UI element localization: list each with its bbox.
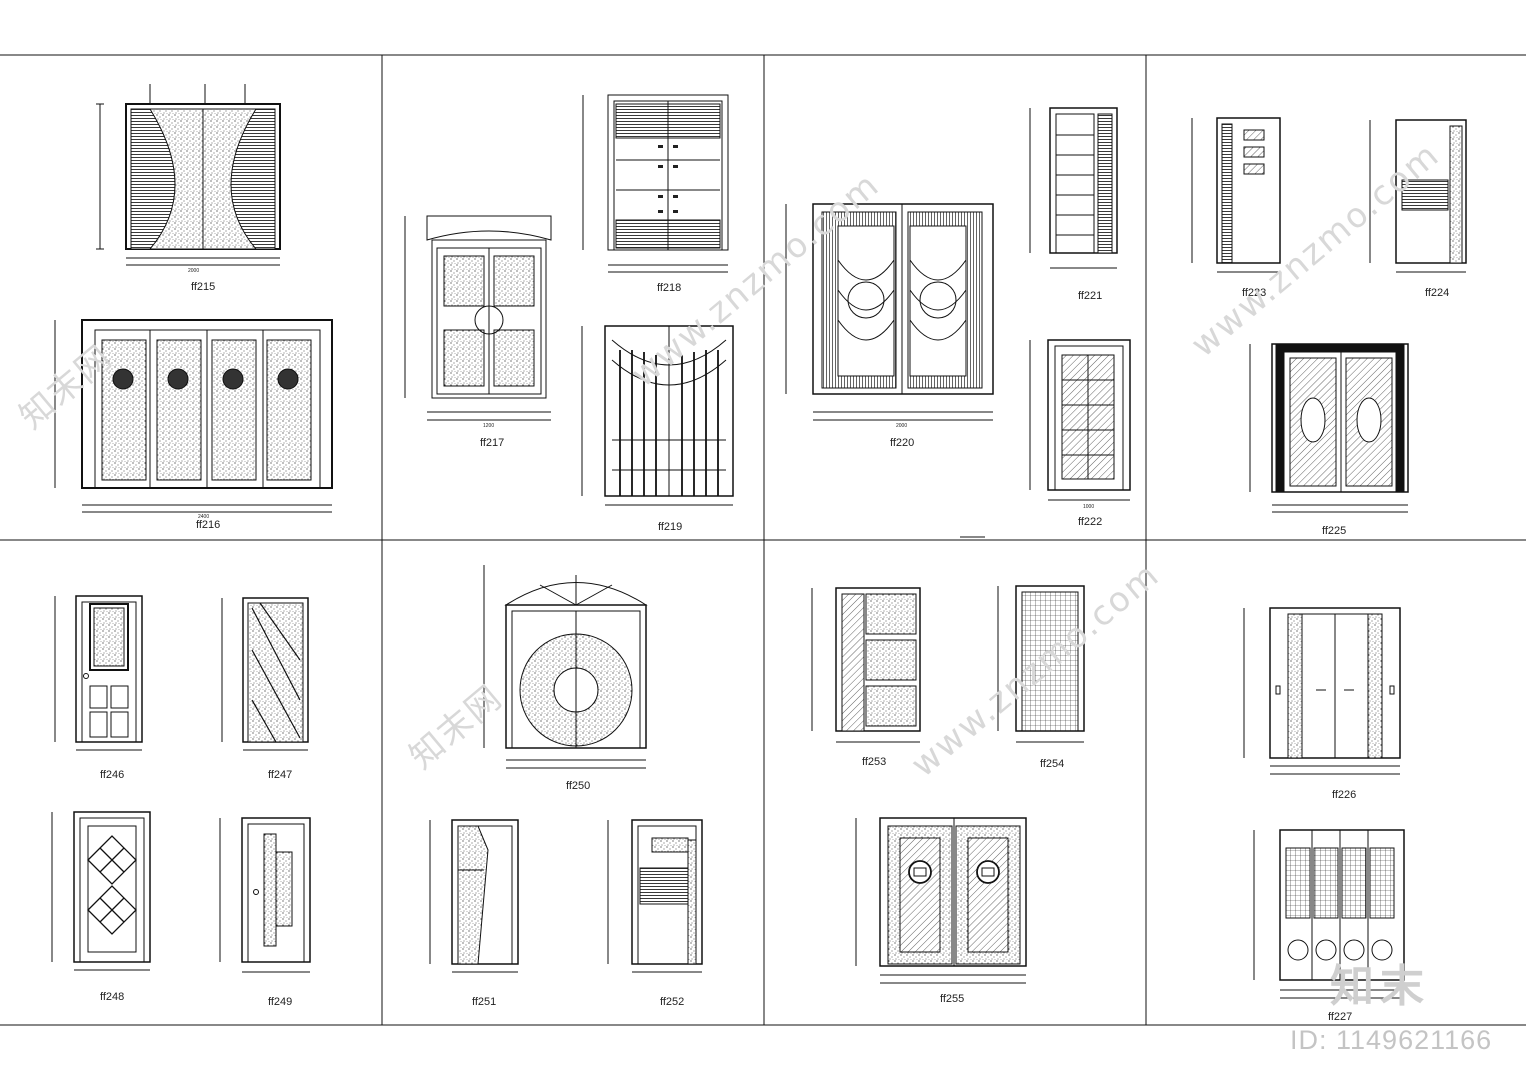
dim-ff216-width: 2400	[198, 514, 209, 520]
door-ff252	[607, 819, 703, 973]
door-ff223	[1191, 117, 1281, 273]
label-ff215: ff215	[191, 281, 215, 293]
label-ff216: ff216	[196, 519, 220, 531]
label-ff217: ff217	[480, 437, 504, 449]
door-ff246	[54, 595, 143, 751]
label-ff225: ff225	[1322, 525, 1346, 537]
door-ff219	[581, 325, 734, 506]
door-ff215	[96, 84, 281, 266]
door-ff254	[997, 585, 1085, 743]
door-ff220	[785, 203, 994, 421]
door-ff255	[855, 817, 1027, 984]
label-ff249: ff249	[268, 996, 292, 1008]
label-ff247: ff247	[268, 769, 292, 781]
label-ff255: ff255	[940, 993, 964, 1005]
id-tag: ID: 1149621166	[1290, 1025, 1493, 1055]
door-ff250	[483, 565, 648, 769]
door-ff247	[221, 597, 309, 751]
door-ff225	[1249, 343, 1409, 513]
label-ff221: ff221	[1078, 290, 1102, 302]
sheet-frame	[0, 54, 1526, 1026]
door-ff226	[1243, 607, 1401, 775]
label-ff254: ff254	[1040, 758, 1064, 770]
door-ff249	[219, 817, 311, 973]
dim-ff215-width: 2000	[188, 268, 199, 274]
door-ff217	[404, 215, 552, 421]
label-ff248: ff248	[100, 991, 124, 1003]
label-ff223: ff223	[1242, 287, 1266, 299]
door-ff218	[582, 94, 729, 273]
label-ff252: ff252	[660, 996, 684, 1008]
label-ff219: ff219	[658, 521, 682, 533]
label-ff246: ff246	[100, 769, 124, 781]
label-ff220: ff220	[890, 437, 914, 449]
label-ff226: ff226	[1332, 789, 1356, 801]
label-ff222: ff222	[1078, 516, 1102, 528]
door-ff221	[1029, 107, 1118, 269]
label-ff250: ff250	[566, 780, 590, 792]
door-ff248	[51, 811, 151, 971]
brand-logo: 知末	[1330, 961, 1430, 1012]
door-ff251	[429, 819, 519, 973]
dim-ff222-width: 1000	[1083, 504, 1094, 510]
label-ff224: ff224	[1425, 287, 1449, 299]
dim-ff217-width: 1200	[483, 423, 494, 429]
label-ff218: ff218	[657, 282, 681, 294]
dim-ff220-width: 2000	[896, 423, 907, 429]
label-ff253: ff253	[862, 756, 886, 768]
door-ff216	[54, 319, 333, 513]
label-ff251: ff251	[472, 996, 496, 1008]
door-ff222	[1029, 339, 1131, 501]
door-ff253	[811, 587, 921, 743]
door-ff227	[1253, 829, 1405, 999]
label-ff227: ff227	[1328, 1011, 1352, 1023]
door-ff224	[1369, 119, 1467, 273]
